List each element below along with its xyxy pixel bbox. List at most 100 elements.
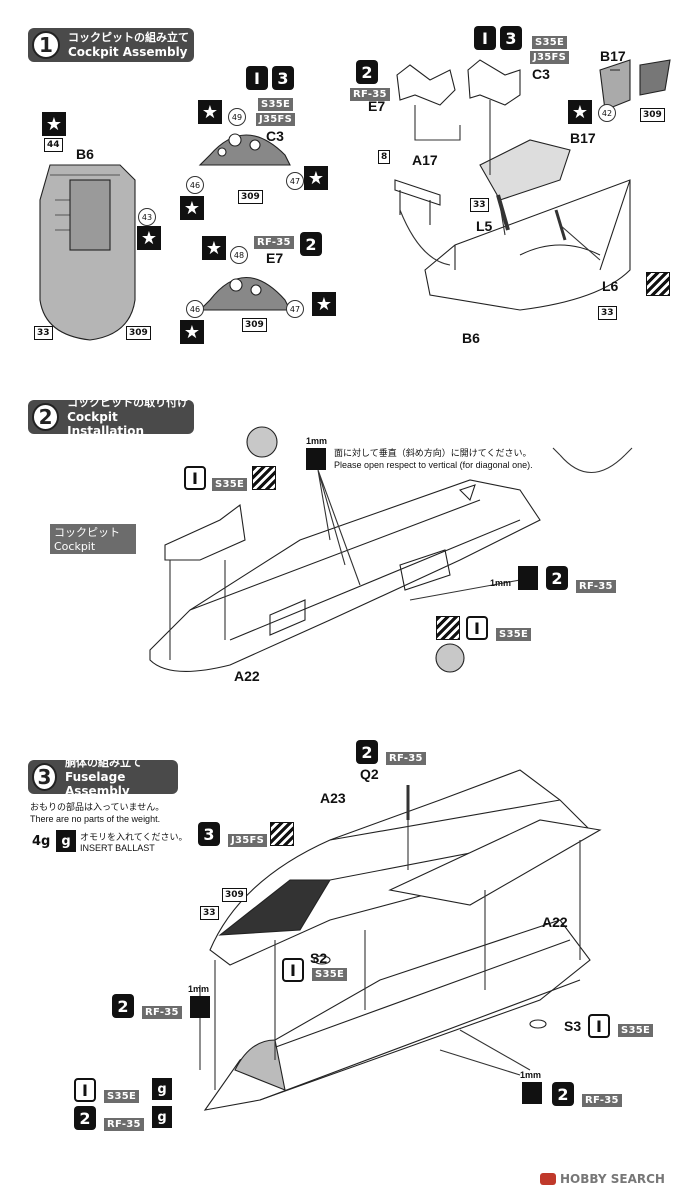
watermark-logo-icon (540, 1173, 556, 1185)
ballast-note-en: INSERT BALLAST (80, 843, 155, 853)
cockpit-label-en: Cockpit (54, 540, 96, 553)
step-1-header: 1 コックピットの組み立て Cockpit Assembly (28, 28, 194, 62)
step-3-header: 3 胴体の組み立て Fuselage Assembly (28, 756, 178, 798)
version-1-icon: I (184, 466, 206, 490)
watermark: HOBBY SEARCH (540, 1172, 665, 1186)
no-weight-note-jp: おもりの部品は入っていません。 (30, 802, 165, 812)
color-number: 8 (378, 150, 391, 164)
stripe-color-icon (252, 466, 276, 490)
star-icon: ★ (42, 112, 66, 136)
version-2-icon: 2 (356, 60, 378, 84)
color-number: 48 (230, 246, 248, 264)
step-1-title-en: Cockpit Assembly (68, 45, 188, 59)
variant-tag-j35fs: J35FS (530, 51, 570, 64)
part-label-s2: S2 (310, 950, 328, 966)
step-2-number: 2 (32, 403, 60, 431)
drill-icon (518, 566, 538, 590)
variant-tag-s35e: S35E (258, 98, 294, 111)
variant-tag-rf35: RF-35 (350, 88, 390, 101)
drill-icon (522, 1082, 542, 1104)
variant-tag-rf35: RF-35 (142, 1006, 182, 1019)
part-label-a17: A17 (412, 152, 438, 168)
color-number: 46 (186, 300, 204, 318)
part-label-e7: E7 (368, 98, 386, 114)
drill-note-jp: 面に対して垂直（斜め方向）に開けてください。 (334, 448, 532, 458)
stripe-color-icon (646, 272, 670, 296)
color-number: 47 (286, 172, 304, 190)
color-number: 309 (126, 326, 151, 340)
color-number: 47 (286, 300, 304, 318)
drill-note-en: Please open respect to vertical (for dia… (334, 460, 533, 470)
variant-tag-s35e: S35E (496, 628, 532, 641)
star-icon: ★ (312, 292, 336, 316)
version-3-icon: 3 (198, 822, 220, 846)
star-icon: ★ (137, 226, 161, 250)
color-number: 42 (598, 104, 616, 122)
variant-tag-rf35: RF-35 (104, 1118, 144, 1131)
stripe-color-icon (436, 616, 460, 640)
step-1-title-jp: コックピットの組み立て (68, 31, 189, 44)
color-number: 33 (598, 306, 617, 320)
color-number: 44 (44, 138, 63, 152)
part-label-b17: B17 (600, 48, 626, 64)
part-label-a23: A23 (320, 790, 346, 806)
star-icon: ★ (304, 166, 328, 190)
star-icon: ★ (180, 196, 204, 220)
drill-icon (306, 448, 326, 470)
weight-value: 4g (32, 834, 51, 849)
variant-tag-s35e: S35E (618, 1024, 654, 1037)
variant-tag-j35fs: J35FS (256, 113, 296, 126)
star-icon: ★ (202, 236, 226, 260)
version-3-icon: 3 (272, 66, 294, 90)
variant-tag-s35e: S35E (312, 968, 348, 981)
part-label-a22: A22 (542, 914, 568, 930)
part-label-q2: Q2 (360, 766, 379, 782)
ballast-note-jp: オモリを入れてください。 (80, 832, 188, 842)
version-1-icon: I (474, 26, 496, 50)
step-2-header: 2 コックピットの取り付け Cockpit Installation (28, 396, 194, 438)
part-label-b17: B17 (570, 130, 596, 146)
star-icon: ★ (568, 100, 592, 124)
version-2-icon: 2 (74, 1106, 96, 1130)
ballast-icon: g (56, 830, 76, 852)
version-2-icon: 2 (356, 740, 378, 764)
version-1-icon: I (74, 1078, 96, 1102)
step-3-number: 3 (32, 763, 57, 791)
ballast-icon: g (152, 1078, 172, 1100)
variant-tag-rf35: RF-35 (386, 752, 426, 765)
drill-size: 1mm (306, 436, 328, 446)
variant-tag-j35fs: J35FS (228, 834, 268, 847)
stripe-color-icon (270, 822, 294, 846)
color-number: 33 (34, 326, 53, 340)
part-label-s3: S3 (564, 1018, 582, 1034)
version-1-icon: I (282, 958, 304, 982)
variant-tag-rf35: RF-35 (576, 580, 616, 593)
variant-tag-rf35: RF-35 (582, 1094, 622, 1107)
variant-tag-s35e: S35E (532, 36, 568, 49)
drill-size: 1mm (490, 578, 512, 588)
drill-size: 1mm (188, 984, 210, 994)
part-label-b6: B6 (76, 146, 94, 162)
version-3-icon: 3 (500, 26, 522, 50)
step-2-title-jp: コックピットの取り付け (67, 396, 189, 409)
ballast-icon: g (152, 1106, 172, 1128)
color-number: 33 (470, 198, 489, 212)
variant-tag-s35e: S35E (212, 478, 248, 491)
version-1-icon: I (466, 616, 488, 640)
color-number: 309 (242, 318, 267, 332)
version-1-icon: I (246, 66, 268, 90)
cockpit-callout: コックピット Cockpit (50, 524, 136, 554)
star-icon: ★ (198, 100, 222, 124)
part-label-l5: L5 (476, 218, 493, 234)
variant-tag-s35e: S35E (104, 1090, 140, 1103)
variant-tag-rf35: RF-35 (254, 236, 294, 249)
part-label-c3: C3 (266, 128, 284, 144)
color-number: 49 (228, 108, 246, 126)
color-number: 46 (186, 176, 204, 194)
cockpit-label-jp: コックピット (54, 526, 120, 539)
color-number: 43 (138, 208, 156, 226)
step-1-number: 1 (32, 31, 60, 59)
color-number: 309 (640, 108, 665, 122)
step-3-title-en: Fuselage Assembly (64, 770, 130, 798)
